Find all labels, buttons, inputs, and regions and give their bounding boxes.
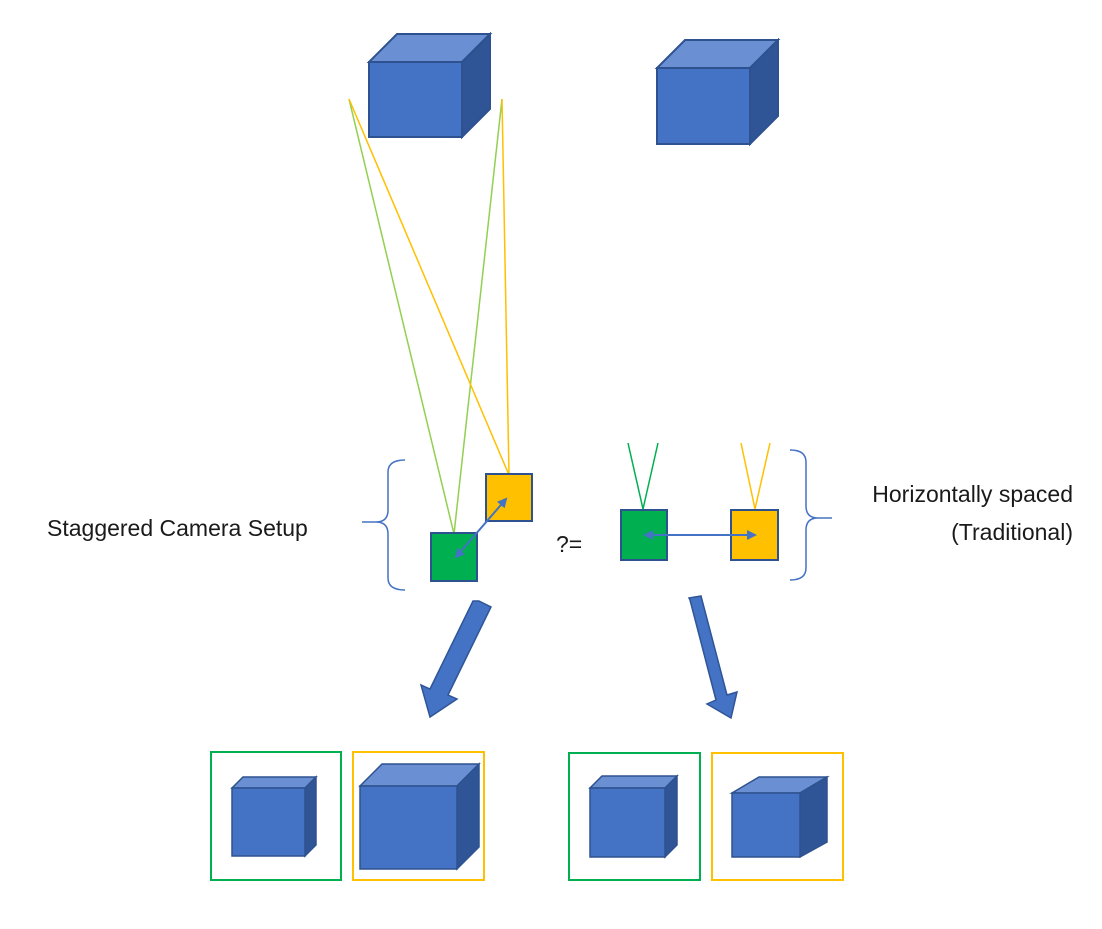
yellow-camera-view-rays	[348, 98, 510, 476]
scene-cube-right	[654, 37, 781, 147]
right-green-view-cube	[588, 774, 679, 859]
right-output-arrow	[687, 595, 739, 720]
right-setup-label-line2: (Traditional)	[951, 519, 1073, 545]
comparison-operator: ?=	[556, 531, 582, 557]
left-green-view-cube	[230, 775, 318, 858]
right-yellow-view-cube	[729, 775, 830, 859]
left-output-arrow	[419, 600, 493, 719]
left-setup-label: Staggered Camera Setup	[47, 515, 308, 541]
right-curly-brace	[789, 449, 819, 581]
right-setup-label-line1: Horizontally spaced	[872, 481, 1073, 507]
yellow-camera-rays-short	[740, 442, 771, 510]
green-camera-rays-short	[627, 442, 659, 510]
left-curly-brace	[375, 459, 406, 591]
green-camera-view-rays	[348, 98, 503, 535]
scene-cube-left	[366, 31, 493, 140]
staggered-baseline-arrow	[454, 497, 508, 559]
left-yellow-view-cube	[358, 762, 481, 871]
